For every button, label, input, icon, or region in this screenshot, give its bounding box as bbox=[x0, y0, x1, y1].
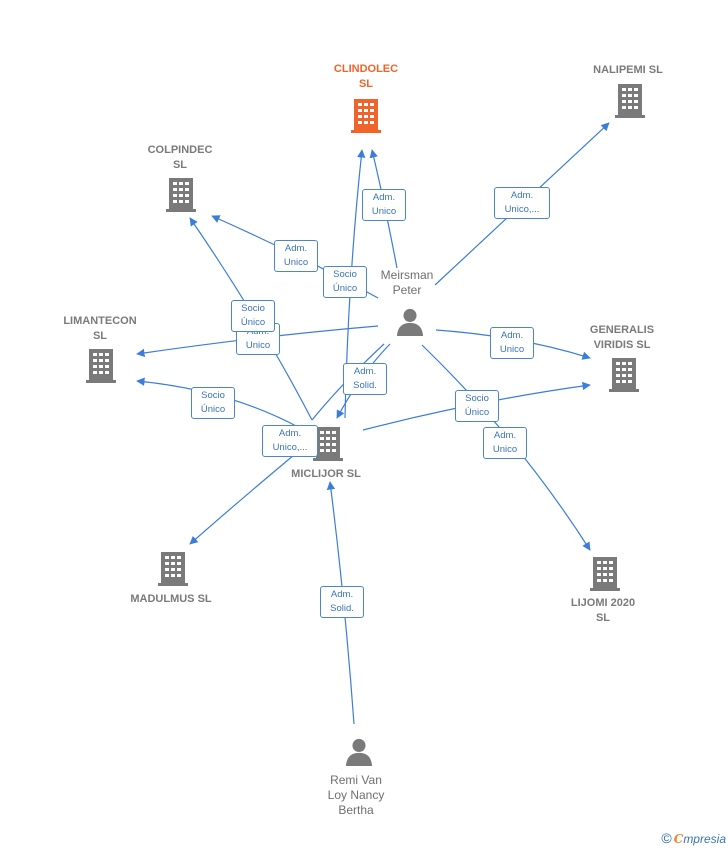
remi-person-icon[interactable] bbox=[345, 738, 373, 766]
node-label-lijomi[interactable]: LIJOMI 2020 SL bbox=[570, 597, 636, 624]
edge-label-peter-clindolec: Adm. Unico bbox=[362, 189, 406, 221]
edge-label-peter-miclijor: Adm. Solid. bbox=[343, 363, 387, 395]
person-label-meirsman[interactable]: Meirsman Peter bbox=[380, 268, 434, 297]
brand-logo[interactable]: ©Cmpresia bbox=[661, 830, 726, 846]
limantecon-building-icon[interactable] bbox=[86, 349, 116, 383]
node-label-nalipemi[interactable]: NALIPEMI SL bbox=[593, 64, 663, 76]
edge-label-peter-colpindec: Adm. Unico bbox=[274, 240, 318, 272]
lijomi-building-icon[interactable] bbox=[590, 557, 620, 591]
madulmus-building-icon[interactable] bbox=[158, 552, 188, 586]
node-label-limantecon[interactable]: LIMANTECON SL bbox=[63, 315, 137, 342]
edge-label-miclijor-colpindec: Socio Único bbox=[231, 300, 275, 332]
edge-label-miclijor-limantecon: Socio Único bbox=[191, 387, 235, 419]
brand-name: mpresia bbox=[683, 832, 726, 846]
brand-initial: C bbox=[673, 832, 684, 846]
nalipemi-building-icon[interactable] bbox=[615, 84, 645, 118]
edge-label-miclijor-clindolec: Socio Único bbox=[323, 266, 367, 298]
edge-label-miclijor-generalis: Socio Único bbox=[455, 390, 499, 422]
edge-label-peter-generalis: Adm. Unico bbox=[490, 327, 534, 359]
copyright-icon: © bbox=[661, 830, 672, 846]
person-label-remi[interactable]: Remi Van Loy Nancy Bertha bbox=[327, 773, 385, 817]
node-label-colpindec[interactable]: COLPINDEC SL bbox=[147, 144, 213, 171]
generalis-building-icon[interactable] bbox=[609, 358, 639, 392]
edge-label-peter-nalipemi: Adm. Unico,... bbox=[494, 187, 550, 219]
node-label-clindolec[interactable]: CLINDOLEC SL bbox=[333, 63, 399, 90]
node-label-madulmus[interactable]: MADULMUS SL bbox=[130, 593, 212, 605]
edge-label-peter-lijomi: Adm. Unico bbox=[483, 427, 527, 459]
colpindec-building-icon[interactable] bbox=[166, 178, 196, 212]
edge-miclijor-madulmus bbox=[189, 449, 301, 545]
edge-label-miclijor-madulmus: Adm. Unico,... bbox=[262, 425, 318, 457]
node-label-miclijor[interactable]: MICLIJOR SL bbox=[291, 468, 361, 480]
edge-label-remi-miclijor: Adm. Solid. bbox=[320, 586, 364, 618]
node-label-generalis[interactable]: GENERALIS VIRIDIS SL bbox=[589, 324, 655, 351]
meirsman-person-icon[interactable] bbox=[396, 308, 424, 336]
clindolec-building-icon[interactable] bbox=[351, 99, 381, 133]
